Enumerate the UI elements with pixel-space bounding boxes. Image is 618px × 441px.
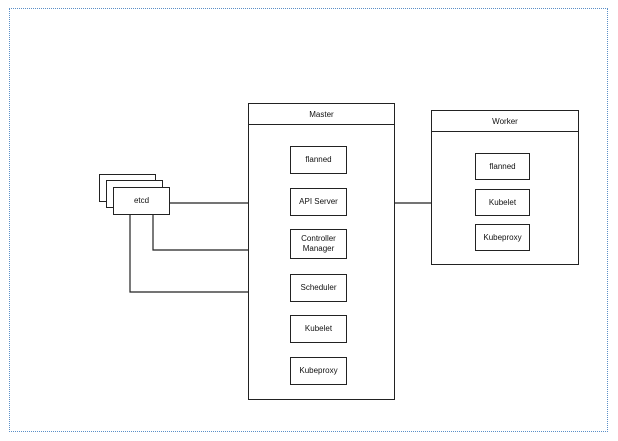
connector-etcd-controller-manager	[152, 214, 290, 251]
worker-kubeproxy-label: Kubeproxy	[483, 232, 522, 242]
worker-flanned: flanned	[475, 153, 530, 180]
master-scheduler: Scheduler	[290, 274, 347, 302]
worker-kubelet-label: Kubelet	[488, 197, 517, 207]
master-api-server: API Server	[290, 188, 347, 216]
etcd-node: etcd	[113, 187, 170, 215]
master-kubelet: Kubelet	[290, 315, 347, 343]
connector-etcd-scheduler	[129, 214, 290, 293]
worker-kubeproxy: Kubeproxy	[475, 224, 530, 251]
diagram-frame	[9, 8, 608, 432]
master-api-server-label: API Server	[299, 197, 338, 206]
master-kubelet-label: Kubelet	[304, 324, 333, 333]
controller-manager-label-line1: Controller	[301, 234, 336, 243]
worker-flanned-label: flanned	[489, 161, 516, 171]
etcd-label: etcd	[133, 196, 150, 205]
master-title: Master	[249, 104, 394, 125]
master-kubeproxy-label: Kubeproxy	[299, 366, 338, 375]
master-kubeproxy: Kubeproxy	[290, 357, 347, 385]
master-flanned: flanned	[290, 146, 347, 174]
master-flanned-label: flanned	[305, 155, 332, 164]
controller-manager-label-line2: Manager	[302, 244, 335, 253]
master-scheduler-label: Scheduler	[300, 283, 337, 292]
worker-title: Worker	[432, 111, 578, 132]
worker-kubelet: Kubelet	[475, 189, 530, 216]
master-controller-manager: Controller Manager	[290, 229, 347, 259]
